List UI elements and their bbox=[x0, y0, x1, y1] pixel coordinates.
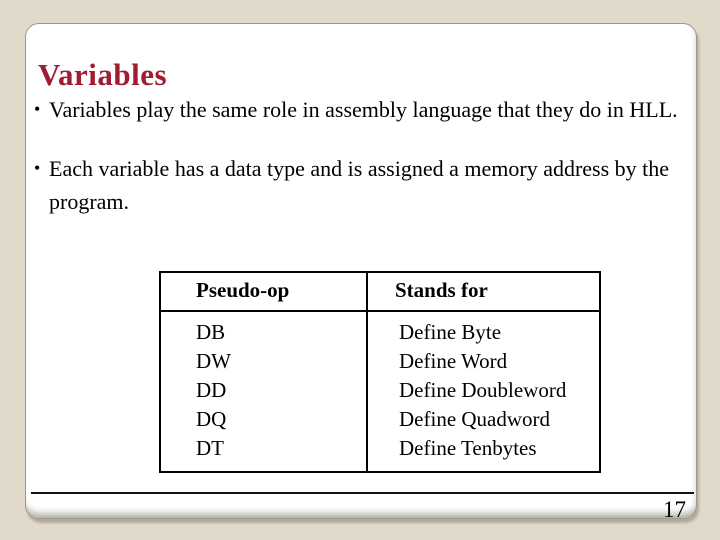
column-header-stands-for: Stands for bbox=[367, 272, 600, 312]
stands-for-cell: Define Word bbox=[399, 349, 508, 373]
bullet-text: Variables play the same role in assembly… bbox=[49, 97, 678, 122]
table-row: DW Define Word bbox=[160, 347, 600, 376]
bullet-icon: • bbox=[34, 99, 41, 119]
pseudo-op-cell: DQ bbox=[160, 405, 368, 434]
pseudo-op-cell: DT bbox=[160, 434, 368, 472]
bullet-item: • Variables play the same role in assemb… bbox=[34, 93, 689, 126]
page-number: 17 bbox=[663, 497, 686, 522]
footer-divider bbox=[31, 492, 694, 494]
stands-for-cell: Define Doubleword bbox=[399, 378, 567, 402]
pseudo-op-cell: DD bbox=[160, 376, 368, 405]
table-row: DQ Define Quadword bbox=[160, 405, 600, 434]
table-row: DD Define Doubleword bbox=[160, 376, 600, 405]
bullet-list: • Variables play the same role in assemb… bbox=[34, 93, 689, 244]
table-row: DT Define Tenbytes bbox=[160, 434, 600, 472]
stands-for-cell: Define Tenbytes bbox=[399, 436, 537, 460]
slide-panel: Variables • Variables play the same role… bbox=[25, 23, 697, 522]
pseudo-op-cell: DB bbox=[160, 311, 368, 347]
bullet-icon: • bbox=[34, 158, 41, 178]
page-title: Variables bbox=[38, 56, 168, 92]
table-row: DB Define Byte bbox=[160, 311, 600, 347]
pseudo-op-cell: DW bbox=[160, 347, 368, 376]
table-header-row: Pseudo-op Stands for bbox=[160, 272, 600, 312]
bullet-item: • Each variable has a data type and is a… bbox=[34, 152, 689, 218]
bullet-text: Each variable has a data type and is ass… bbox=[49, 156, 670, 214]
stands-for-cell: Define Quadword bbox=[399, 407, 551, 431]
stands-for-cell: Define Byte bbox=[399, 320, 502, 344]
column-header-pseudo-op: Pseudo-op bbox=[160, 272, 368, 312]
pseudo-op-table: Pseudo-op Stands for DB Define Byte DW D… bbox=[159, 271, 601, 473]
